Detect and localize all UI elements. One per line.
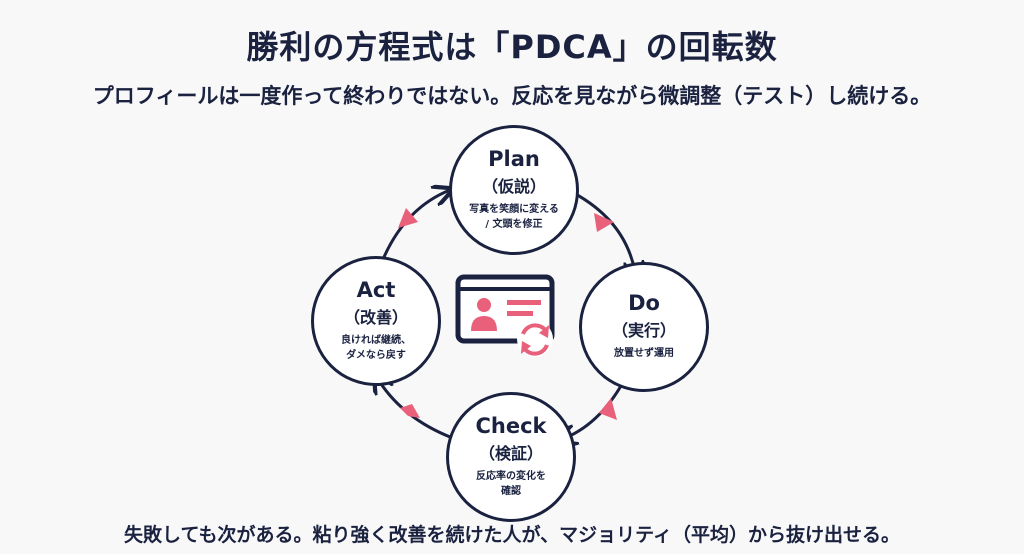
plan-label: Plan (488, 146, 540, 171)
check-label: Check (475, 413, 547, 438)
page-footer: 失敗しても次がある。粘り強く改善を続けた人が、マジョリティ（平均）から抜け出せる… (124, 524, 900, 546)
plan-node: Plan （仮説） 写真を笑顔に変える / 文頭を修正 (449, 125, 579, 255)
pink-arrow-check-act (400, 404, 420, 418)
act-sublabel: （改善） (343, 308, 408, 328)
act-node: Act （改善） 良ければ継続、 ダメなら戻す (311, 256, 441, 386)
act-description: 良ければ継続、 ダメなら戻す (341, 335, 411, 361)
page-title: 勝利の方程式は「PDCA」の回転数 (246, 28, 778, 66)
check-node: Check （検証） 反応率の変化を 確認 (446, 392, 576, 522)
pink-arrow-plan-do (594, 213, 614, 232)
plan-description: 写真を笑顔に変える / 文頭を修正 (469, 204, 559, 230)
profile-card-refresh-icon (455, 274, 555, 357)
check-description: 反応率の変化を 確認 (476, 471, 546, 497)
pink-arrow-do-check (599, 398, 617, 420)
do-description: 放置せず運用 (614, 348, 674, 360)
pink-arrow-act-plan (398, 208, 418, 228)
do-node: Do （実行） 放置せず運用 (579, 262, 709, 392)
plan-sublabel: （仮説） (481, 177, 546, 197)
act-label: Act (356, 277, 396, 302)
check-sublabel: （検証） (478, 444, 543, 464)
do-sublabel: （実行） (611, 321, 676, 341)
do-label: Do (628, 291, 660, 316)
arc-check-to-act (376, 376, 459, 442)
page-subtitle: プロフィールは一度作って終わりではない。反応を見ながら微調整（テスト）し続ける。 (92, 84, 932, 108)
